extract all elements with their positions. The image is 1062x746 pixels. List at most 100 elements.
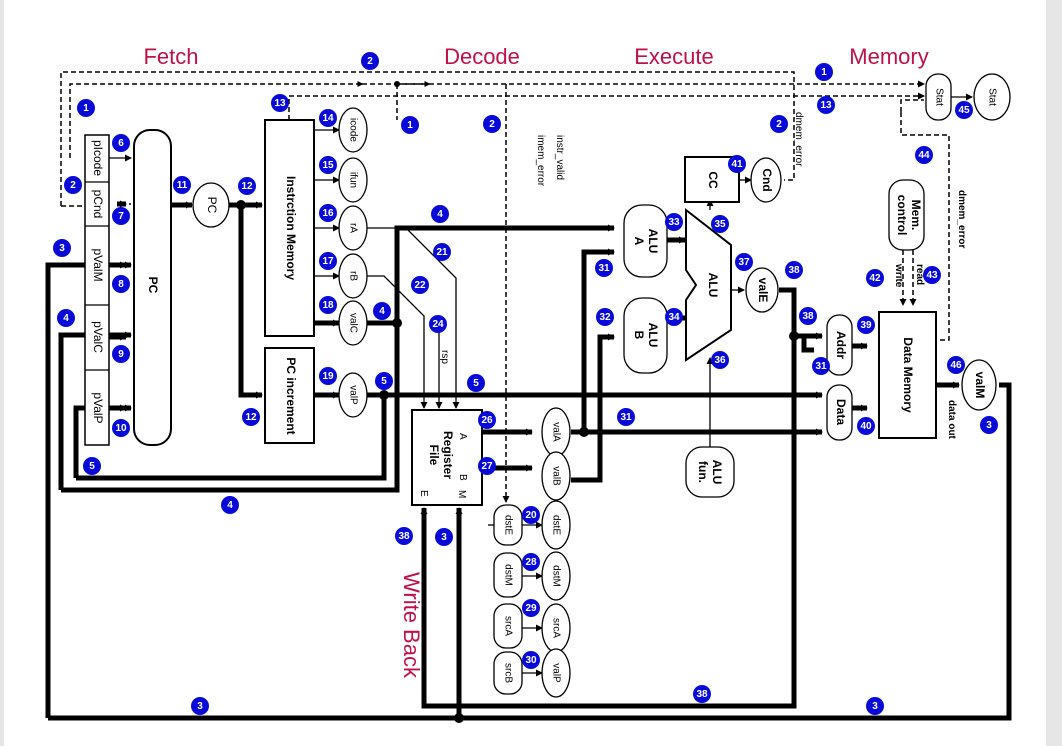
- step-badge-number: 40: [860, 421, 872, 432]
- step-badge-number: 31: [598, 263, 610, 274]
- step-badge-circle: [57, 309, 75, 327]
- step-badge-circle: [429, 315, 447, 333]
- step-badge-number: 27: [481, 461, 493, 472]
- step-badge-number: 5: [381, 376, 387, 387]
- mem-control-label-1: Mem.: [909, 200, 923, 231]
- register-file-label-2: File: [427, 445, 441, 466]
- wire-vale-wb: [420, 287, 797, 709]
- step-badge: 32: [596, 308, 614, 326]
- step-badge: 2: [361, 52, 379, 70]
- step-badge-number: 9: [118, 349, 124, 360]
- step-badge: 42: [866, 269, 884, 287]
- step-badge-circle: [857, 417, 875, 435]
- step-badge: 3: [53, 239, 71, 257]
- data-node: Data: [826, 384, 853, 441]
- step-badge: 9: [112, 345, 130, 363]
- instruction-memory: Instrction Memory: [264, 119, 315, 337]
- step-badge-number: 10: [115, 423, 127, 434]
- step-badge: 3: [435, 528, 453, 546]
- step-badge: 10: [112, 419, 130, 437]
- step-badge-number: 3: [441, 532, 447, 543]
- step-badge: 38: [693, 685, 711, 703]
- pc-input-pcnd: pCnd: [91, 190, 105, 219]
- wire-dmem-stat: [900, 99, 924, 112]
- step-badge-number: 1: [83, 103, 89, 114]
- label-rsp: rsp: [439, 350, 450, 364]
- step-badge-number: 38: [802, 311, 814, 322]
- step-badge-number: 29: [525, 603, 537, 614]
- alu-b-label-1: ALU: [646, 323, 660, 348]
- step-badge-number: 3: [986, 420, 992, 431]
- step-badge: 1: [815, 63, 833, 81]
- step-badge: 31: [617, 408, 635, 426]
- step-badge-number: 11: [177, 180, 188, 191]
- addr-label: Addr: [834, 331, 848, 359]
- regfile-port-m: M: [456, 490, 467, 498]
- fetch-fields: icode ifun rA rB valC valP: [338, 107, 368, 418]
- junction-dot: [392, 318, 402, 328]
- step-badge-number: 26: [481, 415, 493, 426]
- step-badge: 31: [595, 259, 613, 277]
- wire-ra-reg: [366, 227, 460, 409]
- field-rb: rB: [347, 271, 358, 281]
- step-badge-circle: [319, 204, 337, 222]
- dst-right-dstm: dstM: [550, 565, 561, 587]
- step-badge-circle: [83, 457, 101, 475]
- mem-control-label-2: control: [895, 195, 909, 236]
- data-label: Data: [834, 399, 848, 425]
- step-badge: 41: [728, 155, 746, 173]
- step-badge-number: 21: [436, 247, 448, 258]
- mem-control: Mem. control: [888, 179, 925, 251]
- step-badge-circle: [812, 357, 830, 375]
- junction-dot: [394, 81, 400, 87]
- step-badge: 2: [770, 115, 788, 133]
- step-badge: 31: [812, 357, 830, 375]
- step-badge-number: 4: [227, 500, 233, 511]
- dst-right-valp: valP: [550, 663, 561, 683]
- step-badge-number: 44: [918, 150, 930, 161]
- wire-picode: [69, 83, 362, 158]
- step-badge-circle: [947, 356, 965, 374]
- step-badge-circle: [665, 213, 683, 231]
- dst-left-srcb: srcB: [502, 663, 513, 683]
- page: Fetch Decode Execute Memory Write Back: [4, 0, 1046, 746]
- step-badge-circle: [817, 96, 835, 114]
- vala-node: valA: [541, 407, 571, 457]
- vale-node: valE: [745, 267, 779, 313]
- wire-stat-imem: [288, 92, 925, 120]
- step-badge: 12: [242, 408, 260, 426]
- step-badge: 1: [77, 99, 95, 117]
- step-badge-circle: [319, 296, 337, 314]
- step-badge: 17: [319, 252, 337, 270]
- dst-left-srca: srcA: [502, 616, 513, 636]
- wire-vala-alua: [581, 248, 615, 432]
- step-badge: 3: [866, 697, 884, 715]
- step-badge-circle: [522, 506, 540, 524]
- step-badge-circle: [433, 243, 451, 261]
- step-badge-number: 18: [322, 300, 334, 311]
- junction-dot: [379, 390, 389, 400]
- step-badge-circle: [980, 416, 998, 434]
- step-badge-number: 17: [322, 256, 334, 267]
- step-badge-number: 6: [118, 138, 124, 149]
- step-badge-circle: [799, 307, 817, 325]
- step-badge-circle: [467, 374, 485, 392]
- instruction-memory-label: Instrction Memory: [284, 176, 298, 280]
- stage-execute: Execute: [634, 44, 714, 69]
- step-badge-number: 4: [63, 313, 69, 324]
- vale-label: valE: [756, 278, 770, 303]
- step-badge-number: 8: [118, 279, 124, 290]
- field-ifun: ifun: [347, 172, 358, 188]
- step-badge-number: 46: [950, 360, 962, 371]
- step-badge-circle: [483, 115, 501, 133]
- step-badge-number: 24: [432, 319, 444, 330]
- step-badge-circle: [915, 146, 933, 164]
- step-badge: 45: [955, 101, 973, 119]
- step-badge: 5: [375, 372, 393, 390]
- step-badge-number: 3: [872, 701, 878, 712]
- label-read: read: [914, 264, 925, 285]
- step-badge-circle: [373, 302, 391, 320]
- step-badge-circle: [401, 116, 419, 134]
- step-badge: 11: [173, 176, 191, 194]
- dst-right-dste: dstE: [550, 515, 561, 535]
